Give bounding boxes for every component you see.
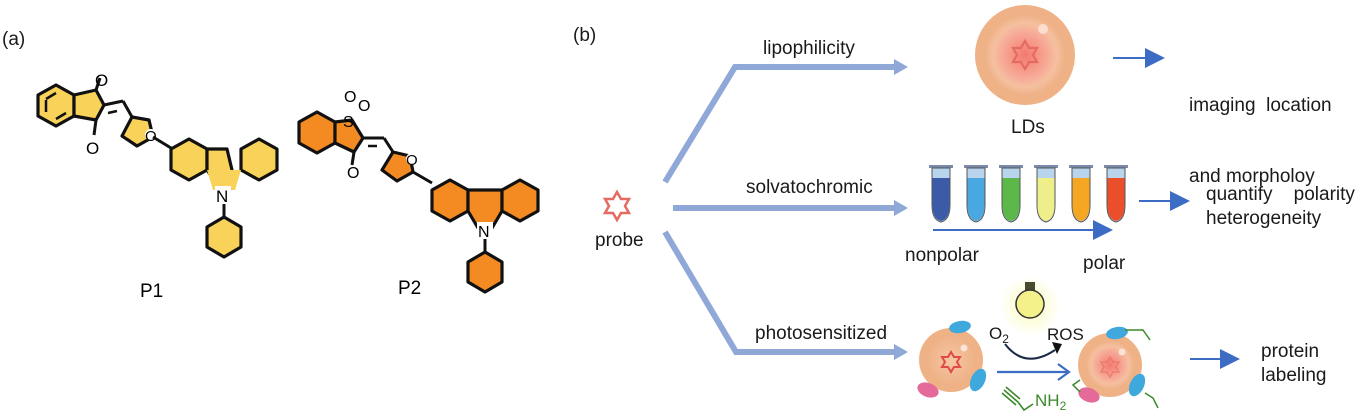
tube-liquid xyxy=(1002,178,1020,221)
solvent-tubes xyxy=(929,165,1128,223)
tube-liquid xyxy=(1107,178,1125,221)
p1-benzene-ring xyxy=(36,83,76,128)
solvent-tube xyxy=(1104,165,1128,223)
cell-after-labeling xyxy=(1071,326,1159,409)
p1-carbazole-right-ring xyxy=(239,137,279,182)
pathway-arrow-photosensitized xyxy=(662,230,908,360)
pathway-label-lipophilicity: lipophilicity xyxy=(763,38,855,59)
outcome-protein-labeling: protein labeling xyxy=(1261,340,1327,388)
outcome-protein-line-1: protein xyxy=(1261,341,1320,362)
pathway-arrow-lipophilicity xyxy=(662,59,908,184)
p1-phenyl-ring xyxy=(205,215,243,259)
svg-text:O: O xyxy=(344,89,356,106)
p1-oxygen-bottom: O xyxy=(86,139,99,158)
outcome-imaging-line-2: and morpholoy xyxy=(1189,165,1315,187)
svg-text:O: O xyxy=(358,98,370,115)
pathway-label-solvatochromic: solvatochromic xyxy=(746,177,873,198)
p1-label: P1 xyxy=(140,281,163,302)
amine-label: NH2 xyxy=(1035,392,1066,412)
propargylamine-icon xyxy=(1001,386,1034,412)
svg-text:O: O xyxy=(347,165,359,182)
amine-subscript: 2 xyxy=(1059,399,1067,413)
ld-label: LDs xyxy=(1011,117,1045,138)
solvent-tube xyxy=(964,165,988,223)
probe-label: probe xyxy=(595,230,644,251)
solvent-tube xyxy=(1034,165,1058,223)
outcome-polarity-line-1: quantify polarity xyxy=(1206,184,1355,205)
tube-liquid xyxy=(1037,178,1055,221)
ros-label: ROS xyxy=(1047,325,1084,344)
result-arrow-3 xyxy=(1190,349,1240,369)
cell-before-labeling xyxy=(917,320,987,398)
result-arrow-1 xyxy=(1113,48,1165,68)
outcome-polarity-line-2: heterogeneity xyxy=(1206,207,1322,229)
p1-furan-ring xyxy=(120,115,155,148)
light-bulb-icon xyxy=(1000,276,1060,336)
oxygen-subscript: 2 xyxy=(1002,332,1009,346)
p1-nitrogen: N xyxy=(216,187,228,206)
polarity-gradient-arrow xyxy=(933,220,1113,240)
molecule-structures: O O O O N P1 S O O O O xyxy=(36,71,540,302)
solvent-tube xyxy=(999,165,1023,223)
solvent-tube xyxy=(1069,165,1093,223)
polar-label: polar xyxy=(1083,253,1126,274)
p2-phenyl-ring xyxy=(466,250,504,294)
probe-star-icon xyxy=(602,189,632,223)
reaction-arrow xyxy=(997,363,1071,381)
oxygen-label: O2 xyxy=(989,325,1009,345)
p2-thiophene-ring xyxy=(333,118,365,154)
outcome-polarity: quantify polarity heterogeneity xyxy=(1206,183,1355,231)
outcome-imaging: imaging location and morpholoy xyxy=(1189,46,1332,212)
molecule-p1: O O O O N xyxy=(36,71,279,259)
svg-text:O: O xyxy=(145,128,157,145)
outcome-protein-line-2: labeling xyxy=(1261,364,1327,386)
panel-a-label: (a) xyxy=(2,29,26,50)
p2-furan-ring xyxy=(380,150,415,183)
tube-liquid xyxy=(967,178,985,221)
molecule-p2: S O O O O N xyxy=(297,89,540,294)
amine-symbol: NH xyxy=(1035,391,1060,410)
p1-five-ring xyxy=(72,88,106,122)
p2-nitrogen: N xyxy=(478,224,490,241)
nonpolar-label: nonpolar xyxy=(905,245,979,266)
lipid-droplet-icon xyxy=(975,5,1075,105)
pathway-label-photosensitized: photosensitized xyxy=(755,323,888,344)
solvent-tube xyxy=(929,165,953,223)
tube-liquid xyxy=(932,178,950,221)
p2-label: P2 xyxy=(398,278,421,299)
svg-text:O: O xyxy=(406,152,418,169)
p1-oxygen-top: O xyxy=(95,71,108,90)
p2-carbazole-right-ring xyxy=(500,178,540,223)
p2-sulfur: S xyxy=(343,114,354,131)
reaction-curve-arrow xyxy=(1004,342,1062,360)
panel-b-label: (b) xyxy=(573,25,597,46)
outcome-imaging-line-1: imaging location xyxy=(1189,94,1332,116)
oxygen-symbol: O xyxy=(989,324,1003,343)
tube-liquid xyxy=(1072,178,1090,221)
pathway-arrow-solvatochromic xyxy=(673,200,908,216)
result-arrow-2 xyxy=(1139,191,1190,211)
